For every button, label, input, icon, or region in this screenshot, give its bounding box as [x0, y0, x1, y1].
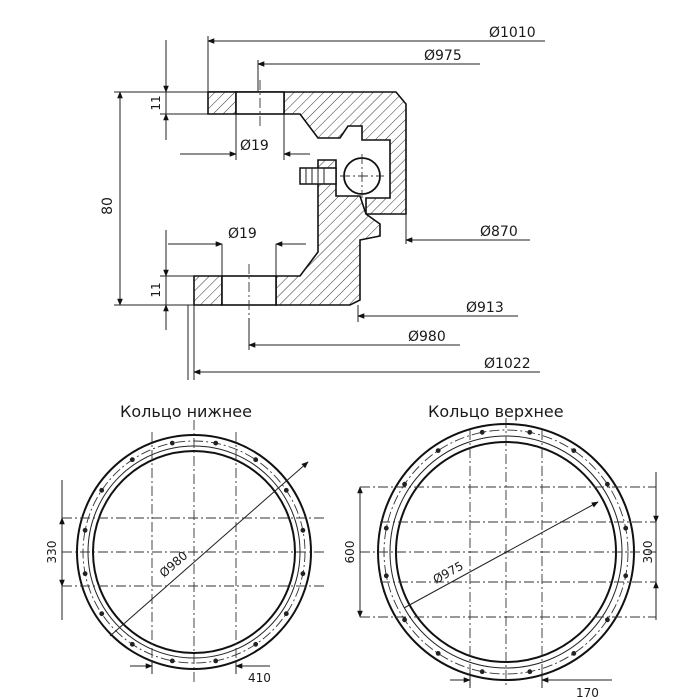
lower-ring-diameter-label: Ø980 [157, 548, 191, 580]
upper-ring-view: Кольцо верхнее Ø975 600 300 170 [343, 402, 659, 700]
bolt-hole [213, 658, 219, 664]
bolt-hole [402, 481, 407, 487]
bolt-hole [435, 448, 441, 453]
dim-height-label: 80 [100, 197, 116, 215]
lower-body-section [275, 159, 381, 306]
bolt-hole [571, 448, 577, 453]
dim-d1010-label: Ø1010 [489, 25, 536, 41]
bolt-hole [402, 617, 407, 623]
lower-ring-title: Кольцо нижнее [120, 402, 252, 421]
bolt-hole [253, 641, 259, 647]
bolt-hole [623, 525, 629, 531]
bolt-hole [605, 481, 610, 487]
lower-ring-height-label: 330 [45, 541, 59, 564]
upper-ring-bottom-label: 170 [576, 686, 599, 700]
upper-body-section [208, 91, 407, 215]
bolt-hole [283, 487, 289, 493]
dim-d913-label: Ø913 [466, 300, 504, 316]
bolt-hole [169, 658, 175, 664]
bolt-hole [129, 457, 135, 463]
bolt-hole [169, 440, 175, 446]
bolt-hole [479, 429, 485, 435]
bolt-hole [129, 641, 135, 647]
bolt-hole [623, 573, 629, 579]
bolt-hole [479, 669, 485, 675]
bolt-hole [253, 457, 259, 463]
dim-hole-top-label: Ø19 [240, 138, 269, 154]
dim-d1022-label: Ø1022 [484, 356, 531, 372]
bolt-hole [283, 611, 289, 617]
dim-d980-label: Ø980 [408, 329, 446, 345]
upper-ring-right-label: 300 [641, 541, 655, 564]
lower-flange-section [193, 275, 223, 306]
upper-flange-section [207, 91, 237, 115]
upper-ring-title: Кольцо верхнее [428, 402, 564, 421]
bolt-hole [99, 487, 105, 493]
dim-flange-top-label: 11 [149, 95, 163, 110]
cross-section-view: Ø1010 Ø975 Ø19 Ø870 Ø19 Ø913 Ø980 Ø [100, 25, 545, 380]
bolt-hole [605, 617, 610, 623]
bolt-hole [435, 651, 441, 656]
bolt-hole [213, 440, 219, 446]
bolt-hole [300, 571, 306, 577]
bolt-hole [300, 527, 306, 533]
lower-ring-view: Кольцо нижнее Ø980 330 410 [45, 402, 326, 685]
upper-ring-left-label: 600 [343, 541, 357, 564]
bolt-hole [383, 573, 389, 579]
bolt-hole [82, 571, 88, 577]
dim-flange-bottom-label: 11 [149, 282, 163, 297]
bolt-hole [82, 527, 88, 533]
lower-ring-bolt-holes [82, 440, 306, 664]
lower-ring-width-label: 410 [248, 671, 271, 685]
dim-d975-label: Ø975 [424, 48, 462, 64]
bolt-hole [527, 669, 533, 675]
bolt-hole [571, 651, 577, 656]
bolt-hole [527, 429, 533, 435]
upper-ring-bolt-holes [383, 429, 629, 675]
dim-d870-label: Ø870 [480, 224, 518, 240]
bolt-hole [383, 525, 389, 531]
bolt-hole [99, 611, 105, 617]
dim-hole-bottom-label: Ø19 [228, 226, 257, 242]
